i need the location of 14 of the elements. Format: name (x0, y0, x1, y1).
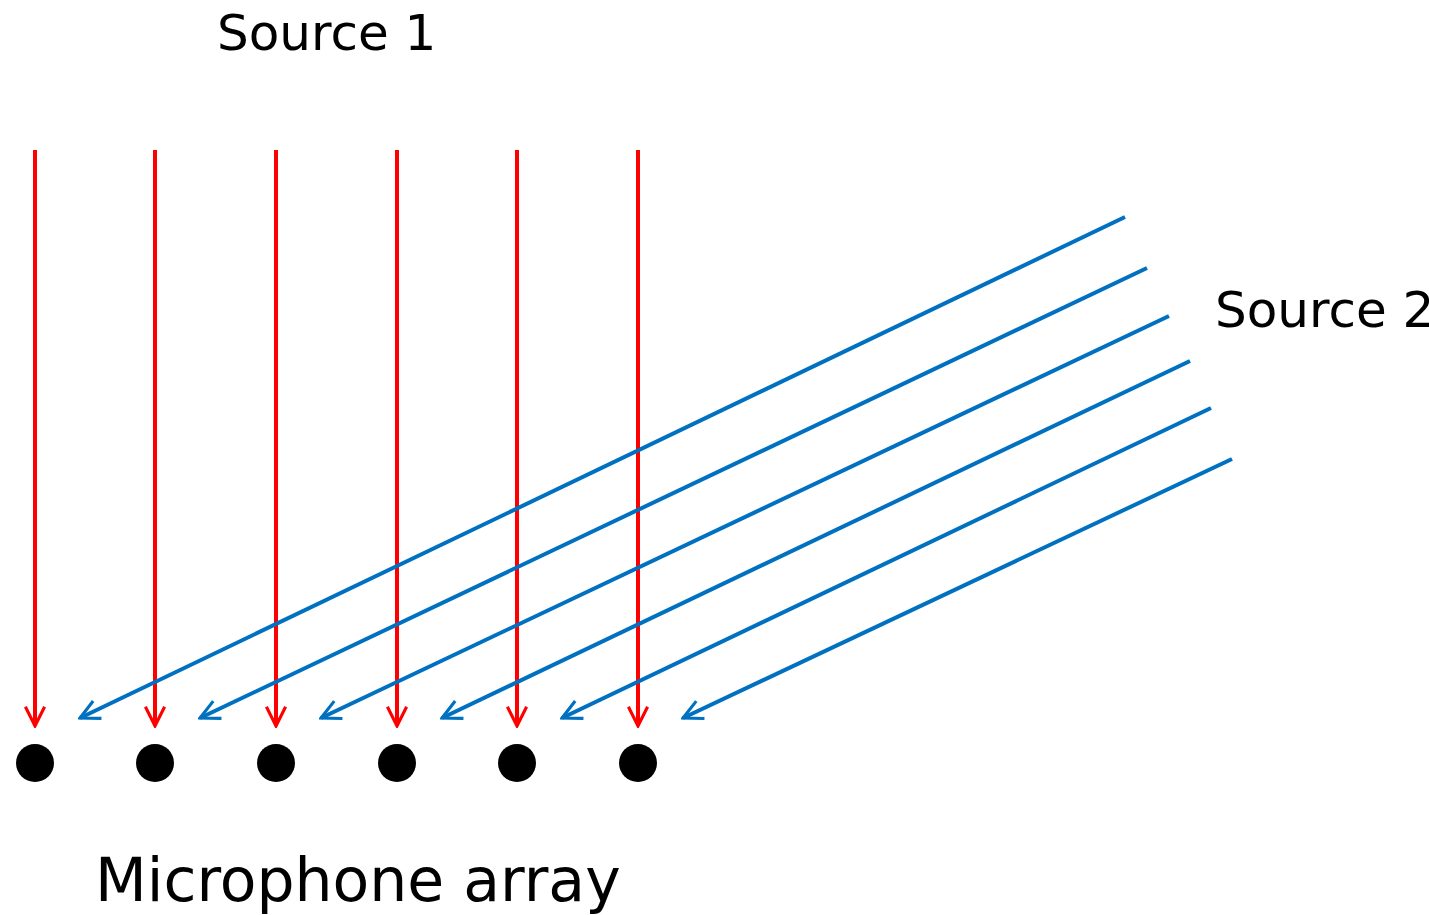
arrow (626, 150, 650, 728)
arrow (319, 314, 1170, 720)
arrow (143, 150, 167, 728)
arrow (78, 215, 1126, 720)
arrow (560, 406, 1212, 720)
arrow (264, 150, 288, 728)
arrow (198, 266, 1148, 720)
arrow (440, 359, 1191, 720)
arrow (23, 150, 47, 728)
arrow (681, 457, 1233, 721)
arrow (505, 150, 529, 728)
arrow (385, 150, 409, 728)
source-label: Source 1 (217, 8, 437, 58)
source-label: Source 2 (1215, 285, 1429, 335)
